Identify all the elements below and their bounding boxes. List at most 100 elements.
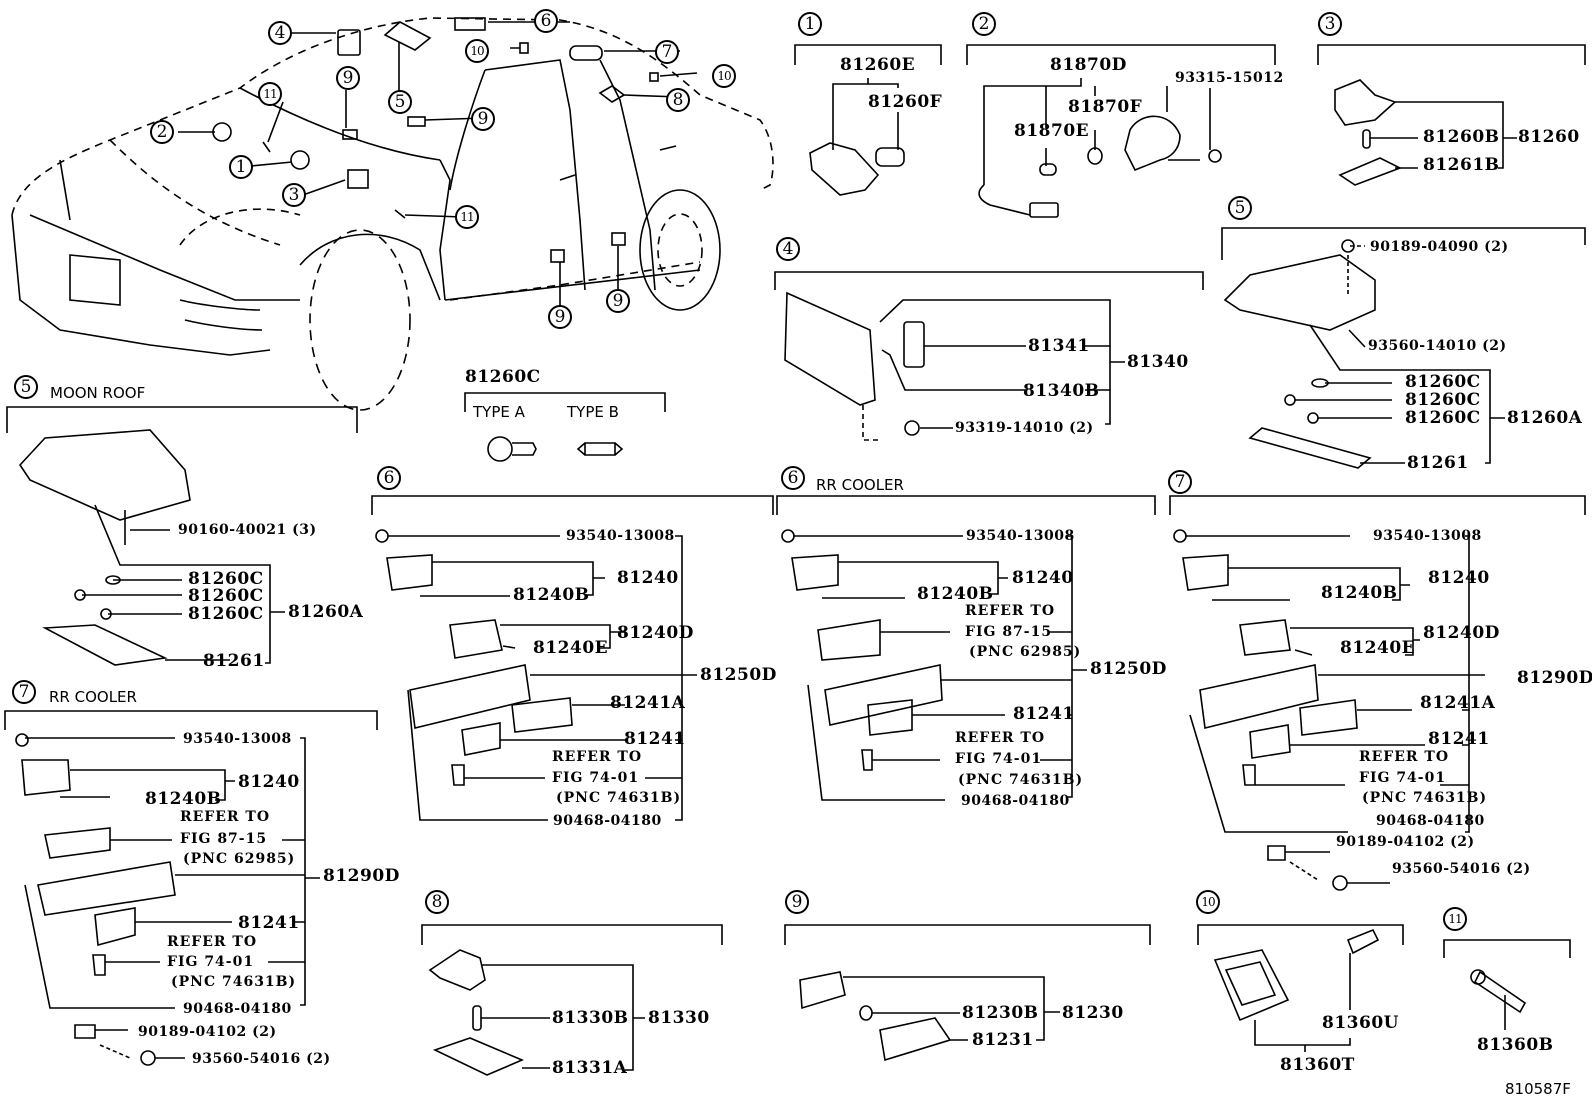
part-81240E[interactable]: 81240E [1340, 638, 1416, 658]
part-81260C[interactable]: 81260C [188, 586, 264, 606]
part-81870D[interactable]: 81870D [1050, 55, 1127, 75]
part-93560-14010[interactable]: 93560-14010 (2) [1368, 338, 1507, 354]
assembly-81260[interactable]: 81260 [1518, 127, 1580, 147]
part-81870F[interactable]: 81870F [1068, 97, 1143, 117]
car-illustration [11, 17, 774, 411]
part-81260F[interactable]: 81260F [868, 92, 943, 112]
part-81231[interactable]: 81231 [972, 1030, 1034, 1050]
overview-parts [178, 17, 698, 313]
part-93540-13008[interactable]: 93540-13008 [566, 528, 675, 544]
bulb-part-81260C[interactable]: 81260C [465, 367, 541, 387]
assembly-81260A[interactable]: 81260A [288, 602, 364, 622]
part-81241A[interactable]: 81241A [610, 693, 686, 713]
callout-4: 4 [268, 21, 292, 45]
part-81230B[interactable]: 81230B [962, 1003, 1039, 1023]
assembly-81230[interactable]: 81230 [1062, 1003, 1124, 1023]
part-90189-04090[interactable]: 90189-04090 (2) [1370, 239, 1509, 255]
part-81241[interactable]: 81241 [1013, 704, 1075, 724]
part-81261B[interactable]: 81261B [1423, 155, 1500, 175]
group-caption-rr-cooler: RR COOLER [49, 688, 137, 706]
part-90468-04180[interactable]: 90468-04180 [183, 1001, 292, 1017]
part-81260C[interactable]: 81260C [188, 604, 264, 624]
part-81330B[interactable]: 81330B [552, 1008, 629, 1028]
part-90189-04102[interactable]: 90189-04102 (2) [138, 1024, 277, 1040]
part-81260C[interactable]: 81260C [1405, 408, 1481, 428]
part-81241[interactable]: 81241 [1428, 729, 1490, 749]
part-81240[interactable]: 81240 [238, 772, 300, 792]
refer-note-line1: REFER TO [167, 934, 258, 950]
assembly-81250D[interactable]: 81250D [700, 665, 777, 685]
group-6-linework [371, 495, 774, 821]
assembly-81260A[interactable]: 81260A [1507, 408, 1583, 428]
callout-9: 9 [606, 289, 630, 313]
part-93315-15012[interactable]: 93315-15012 [1175, 70, 1284, 86]
refer-note-line3: (PNC 74631B) [171, 974, 297, 990]
group-1-linework [794, 44, 942, 196]
part-93540-13008[interactable]: 93540-13008 [183, 731, 292, 747]
part-81240[interactable]: 81240 [617, 568, 679, 588]
bulb-types-linework [464, 392, 666, 462]
refer-note-line2[interactable]: FIG 74-01 [955, 751, 1043, 767]
group-3-linework [1317, 44, 1586, 186]
part-81260E[interactable]: 81260E [840, 55, 916, 75]
part-81360B[interactable]: 81360B [1477, 1035, 1554, 1055]
part-81240D[interactable]: 81240D [617, 623, 694, 643]
assembly-81330[interactable]: 81330 [648, 1008, 710, 1028]
assembly-81340[interactable]: 81340 [1127, 352, 1189, 372]
group-8-linework [421, 924, 723, 1076]
group-number-6-rr-cooler: 6 [781, 466, 805, 490]
part-81240D[interactable]: 81240D [1423, 623, 1500, 643]
refer-note-line2[interactable]: FIG 74-01 [552, 770, 640, 786]
part-81241[interactable]: 81241 [624, 729, 686, 749]
group-5m-linework [6, 406, 358, 666]
part-81260C[interactable]: 81260C [1405, 390, 1481, 410]
refer-note-line2[interactable]: FIG 74-01 [167, 954, 255, 970]
part-90189-04102[interactable]: 90189-04102 (2) [1336, 834, 1475, 850]
refer-note-line3: (PNC 74631B) [1362, 790, 1488, 806]
part-81260C[interactable]: 81260C [188, 569, 264, 589]
group-number-10: 10 [1196, 890, 1220, 914]
part-81240[interactable]: 81240 [1012, 568, 1074, 588]
part-93560-54016[interactable]: 93560-54016 (2) [192, 1051, 331, 1067]
part-81241[interactable]: 81241 [238, 913, 300, 933]
part-90468-04180[interactable]: 90468-04180 [553, 813, 662, 829]
part-93560-54016[interactable]: 93560-54016 (2) [1392, 861, 1531, 877]
part-81240B[interactable]: 81240B [1321, 583, 1398, 603]
part-81240B[interactable]: 81240B [145, 789, 222, 809]
refer-note-line3: (PNC 62985) [969, 644, 1082, 660]
part-93540-13008[interactable]: 93540-13008 [1373, 528, 1482, 544]
group-caption-moon-roof: MOON ROOF [50, 384, 146, 402]
part-81340B[interactable]: 81340B [1023, 381, 1100, 401]
group-number-7: 7 [1168, 470, 1192, 494]
part-81240B[interactable]: 81240B [513, 585, 590, 605]
part-81261[interactable]: 81261 [1407, 453, 1469, 473]
part-81260C[interactable]: 81260C [1405, 372, 1481, 392]
assembly-81290D[interactable]: 81290D [1517, 668, 1592, 688]
assembly-81250D[interactable]: 81250D [1090, 659, 1167, 679]
part-81870E[interactable]: 81870E [1014, 121, 1090, 141]
refer-note-line3: (PNC 62985) [183, 851, 296, 867]
callout-9: 9 [336, 66, 360, 90]
part-90468-04180[interactable]: 90468-04180 [1376, 813, 1485, 829]
part-90160-40021[interactable]: 90160-40021 (3) [178, 522, 317, 538]
part-81360U[interactable]: 81360U [1322, 1013, 1399, 1033]
part-81360T[interactable]: 81360T [1280, 1055, 1355, 1075]
refer-note-line2[interactable]: FIG 87-15 [965, 624, 1053, 640]
part-81240B[interactable]: 81240B [917, 584, 994, 604]
group-number-5-moon-roof: 5 [14, 375, 38, 399]
refer-note-line2[interactable]: FIG 87-15 [180, 831, 268, 847]
part-90468-04180[interactable]: 90468-04180 [961, 793, 1070, 809]
assembly-81290D[interactable]: 81290D [323, 866, 400, 886]
group-2-linework [966, 44, 1276, 218]
part-81240E[interactable]: 81240E [533, 638, 609, 658]
part-81260B[interactable]: 81260B [1423, 127, 1500, 147]
part-81241A[interactable]: 81241A [1420, 693, 1496, 713]
part-81240[interactable]: 81240 [1428, 568, 1490, 588]
part-81331A[interactable]: 81331A [552, 1058, 628, 1078]
part-81341[interactable]: 81341 [1028, 336, 1090, 356]
part-93319-14010[interactable]: 93319-14010 (2) [955, 420, 1094, 436]
part-81261[interactable]: 81261 [203, 651, 265, 671]
part-93540-13008[interactable]: 93540-13008 [966, 528, 1075, 544]
refer-note-line2[interactable]: FIG 74-01 [1359, 770, 1447, 786]
